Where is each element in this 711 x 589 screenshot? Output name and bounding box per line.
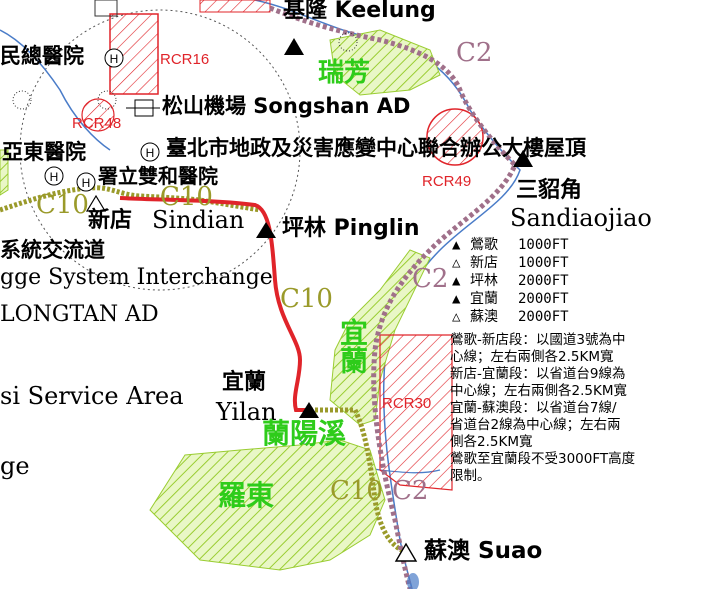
note-line: 省道台2線為中心線；左右兩 bbox=[450, 417, 621, 433]
label-service-area: si Service Area bbox=[0, 382, 184, 410]
legend-altitude: 1000FT bbox=[518, 255, 569, 271]
route-label-c10-bottom: C10 bbox=[330, 476, 383, 506]
label-lanyangxi: 蘭陽溪 bbox=[262, 417, 347, 450]
pattern-dot-2 bbox=[97, 90, 117, 110]
hospital-h-3: H bbox=[50, 170, 59, 184]
triangle-sindian bbox=[85, 194, 107, 212]
route-c10-lower bbox=[310, 407, 407, 555]
legend-name: 鶯歌 bbox=[470, 237, 498, 253]
zone-rcr48 bbox=[81, 98, 115, 132]
legend-altitude: 1000FT bbox=[518, 237, 569, 253]
pattern-dot-3 bbox=[338, 32, 358, 52]
note-line: 限制。 bbox=[450, 468, 491, 484]
triangle-keelung bbox=[284, 38, 304, 55]
songshan-box bbox=[134, 99, 154, 117]
label-interchange-en: gge System Interchange bbox=[0, 265, 273, 290]
note-line: 心線；左右兩側各2.5KM寬 bbox=[450, 349, 614, 365]
legend-symbol: △ bbox=[452, 255, 461, 271]
label-shuanghe-hospital: 署立雙和醫院 bbox=[98, 164, 218, 188]
hospital-h-2: H bbox=[146, 146, 155, 160]
zone-rcr30 bbox=[379, 334, 453, 491]
river-upper-left bbox=[0, 29, 111, 151]
legend-name: 坪林 bbox=[470, 273, 498, 289]
legend-row: ▲ 鶯歌 1000FT bbox=[452, 236, 569, 254]
label-interchange-cn: 系統交流道 bbox=[0, 238, 105, 262]
note-line: 中心線；左右兩側各2.5KM寬 bbox=[450, 383, 627, 399]
pattern-dot-1 bbox=[12, 90, 32, 110]
legend-row: ▲ 坪林 2000FT bbox=[452, 272, 569, 290]
label-ge: ge bbox=[0, 452, 30, 480]
label-sindian-cn: 新店 bbox=[88, 208, 133, 233]
label-sandiaojiao-en: Sandiaojiao bbox=[510, 204, 652, 232]
hospital-icon-yadong bbox=[140, 142, 160, 162]
corridor-notes: 鶯歌-新店段：以國道3號為中 心線；左右兩側各2.5KM寬 新店-宜蘭段：以省道… bbox=[450, 332, 708, 485]
legend-row: △ 新店 1000FT bbox=[452, 254, 569, 272]
zone-ruifang bbox=[329, 29, 441, 96]
label-yilan-green: 宜蘭 bbox=[336, 318, 369, 374]
legend-altitude: 2000FT bbox=[518, 309, 569, 325]
legend-altitude: 2000FT bbox=[518, 291, 569, 307]
route-label-c10-left: C10 bbox=[36, 190, 89, 220]
label-songshan: 松山機場 Songshan AD bbox=[162, 94, 411, 118]
legend-row: △ 蘇澳 2000FT bbox=[452, 308, 569, 326]
zone-top-red bbox=[199, 0, 271, 13]
label-sandiaojiao-cn: 三貂角 bbox=[516, 178, 583, 203]
route-label-c2-bottom: C2 bbox=[392, 476, 429, 506]
grid-icon bbox=[94, 0, 118, 17]
label-sindian-en: Sindian bbox=[152, 206, 245, 234]
legend-name: 新店 bbox=[470, 255, 498, 271]
label-luodong: 羅東 bbox=[218, 479, 275, 512]
note-line: 鶯歌-新店段：以國道3號為中 bbox=[450, 332, 626, 348]
route-label-c2-top: C2 bbox=[456, 38, 493, 68]
hospital-icon-shuanghe-b bbox=[76, 172, 96, 192]
triangle-yilan bbox=[299, 402, 319, 418]
label-longtan: LONGTAN AD bbox=[0, 302, 159, 327]
legend-symbol: ▲ bbox=[452, 273, 461, 289]
note-line: 宜蘭-蘇澳段：以省道台7線/ bbox=[450, 400, 617, 416]
label-yilan-cn: 宜蘭 bbox=[222, 370, 267, 395]
label-yadong-hospital: 亞東醫院 bbox=[2, 140, 86, 164]
suao-harbor bbox=[407, 573, 419, 589]
label-ruifang: 瑞芳 bbox=[318, 58, 371, 88]
legend-symbol: ▲ bbox=[452, 237, 461, 253]
triangle-pinglin bbox=[256, 222, 276, 238]
legend-symbol: ▲ bbox=[452, 291, 461, 307]
hospital-icon-shuanghe-a bbox=[44, 166, 64, 186]
rcr-label-48: RCR48 bbox=[72, 115, 122, 132]
legend-row: ▲ 宜蘭 2000FT bbox=[452, 290, 569, 308]
label-taipei-eoc: 臺北市地政及災害應變中心聯合辦公大樓屋頂 bbox=[166, 136, 586, 160]
note-line: 新店-宜蘭段：以省道台9線為 bbox=[450, 366, 626, 382]
label-suao: 蘇澳 Suao bbox=[424, 538, 543, 564]
legend-symbol: △ bbox=[452, 309, 461, 325]
rcr-label-30: RCR30 bbox=[382, 395, 432, 412]
route-c2 bbox=[269, 5, 518, 589]
range-circle bbox=[19, 9, 301, 291]
label-yilan-en: Yilan bbox=[216, 398, 277, 426]
hospital-h-4: H bbox=[82, 176, 91, 190]
zone-lanyang bbox=[149, 439, 386, 571]
triangle-suao bbox=[394, 542, 418, 562]
hospital-h-1: H bbox=[110, 52, 119, 66]
zone-rcr49 bbox=[426, 108, 484, 166]
legend-name: 蘇澳 bbox=[470, 309, 498, 325]
label-minsheng-hospital: 民總醫院 bbox=[0, 44, 84, 68]
route-label-c10-mid: C10 bbox=[160, 182, 213, 212]
route-label-c10-center: C10 bbox=[280, 284, 333, 314]
route-c10 bbox=[0, 185, 261, 213]
zone-left-edge bbox=[0, 149, 9, 196]
note-line: 側各2.5KM寬 bbox=[450, 434, 533, 450]
legend-name: 宜蘭 bbox=[470, 291, 498, 307]
label-pinglin: 坪林 Pinglin bbox=[282, 216, 420, 241]
rcr-label-16: RCR16 bbox=[160, 51, 210, 68]
rcr-label-49: RCR49 bbox=[422, 173, 472, 190]
triangle-sandiaojiao bbox=[513, 150, 533, 167]
label-keelung: 基隆 Keelung bbox=[283, 0, 436, 23]
legend-altitude: 2000FT bbox=[518, 273, 569, 289]
note-line: 鶯歌至宜蘭段不受3000FT高度 bbox=[450, 451, 636, 467]
route-red bbox=[119, 196, 310, 412]
route-label-c2-mid: C2 bbox=[412, 264, 449, 294]
hospital-icon-minsheng bbox=[104, 48, 124, 68]
